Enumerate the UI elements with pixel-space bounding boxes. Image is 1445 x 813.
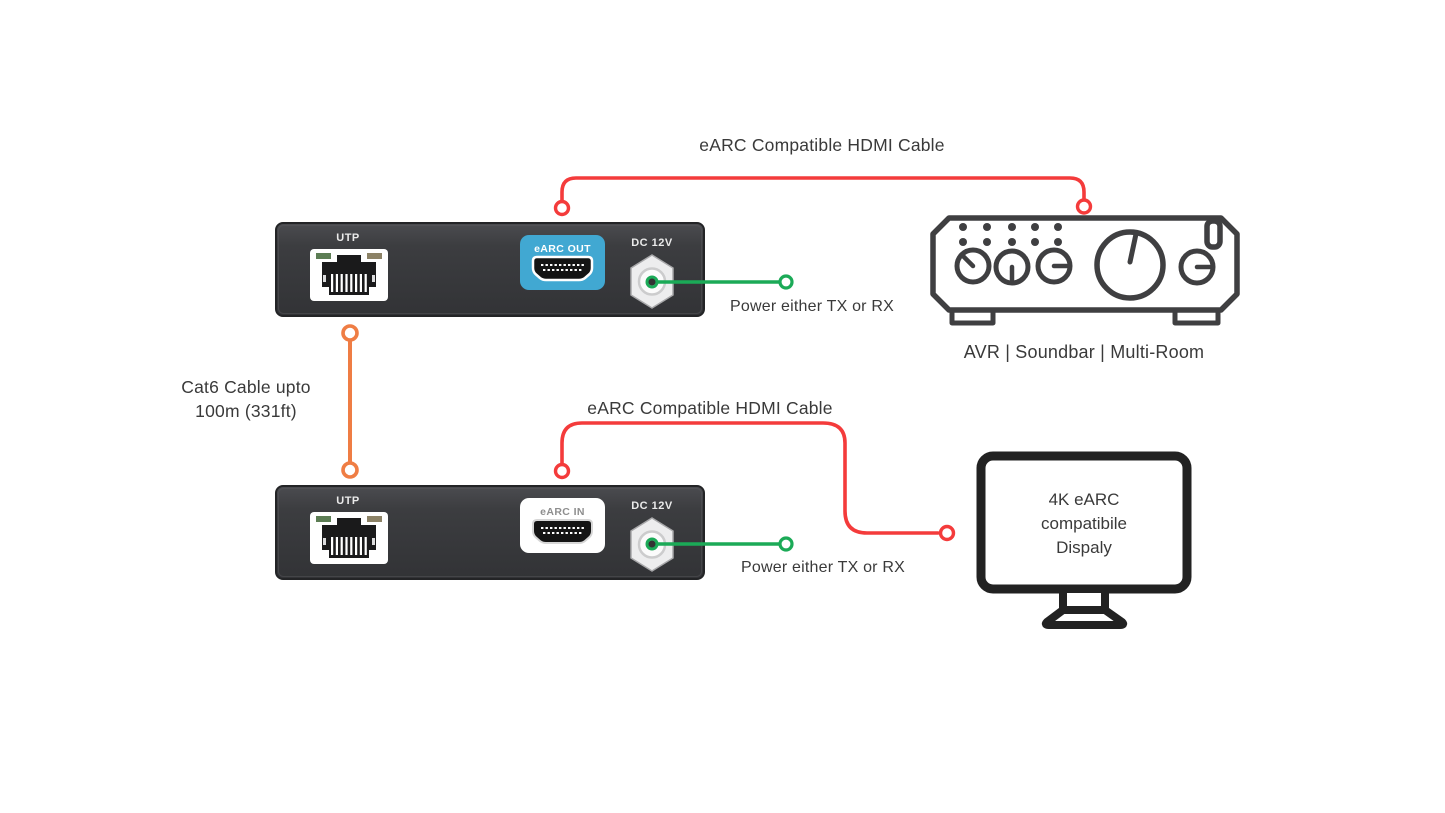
avr-knob-2 — [993, 248, 1031, 286]
dc-12v-label: DC 12V — [631, 237, 673, 249]
avr-dots — [959, 223, 1062, 246]
power-label-tx: Power either TX or RX — [730, 298, 894, 315]
display-caption-line3: Dispaly — [1056, 538, 1112, 557]
cat6-endpoint-bottom — [341, 461, 359, 479]
avr-power-button-icon — [1204, 218, 1223, 250]
display-caption-line1: 4K eARC — [1048, 490, 1120, 509]
hdmi-cable-top-label: eARC Compatible HDMI Cable — [699, 135, 945, 155]
cat6-label: Cat6 Cable upto 100m (331ft) — [181, 375, 310, 423]
hdmi-cable-bottom-label: eARC Compatible HDMI Cable — [587, 398, 833, 418]
earc-out-label: eARC OUT — [534, 243, 591, 255]
power-lead-rx-endpoint — [778, 536, 794, 552]
hdmi-port-icon — [532, 519, 593, 544]
avr-caption: AVR | Soundbar | Multi-Room — [963, 342, 1205, 362]
display-illustration-icon — [976, 451, 1192, 629]
hdmi-cable-bottom-endpoint-display — [938, 524, 956, 542]
cat6-label-line1: Cat6 Cable upto — [181, 377, 311, 397]
earc-in-label: eARC IN — [540, 506, 585, 518]
display-caption-line2: compatibile — [1041, 514, 1127, 533]
power-label-rx: Power either TX or RX — [741, 559, 905, 576]
hdmi-port-icon — [531, 255, 594, 282]
earc-in-port: eARC IN — [520, 498, 605, 553]
utp-label: UTP — [336, 232, 360, 244]
avr-knob-1 — [954, 247, 992, 285]
hdmi-cable-top-endpoint-tx — [553, 199, 571, 217]
cat6-label-line2: 100m (331ft) — [195, 401, 297, 421]
rj45-port-icon — [310, 512, 388, 564]
extender-tx-device: UTP eARC OUT DC 12V — [275, 222, 705, 317]
utp-label: UTP — [336, 495, 360, 507]
hdmi-cable-bottom-endpoint-rx — [553, 462, 571, 480]
power-lead-tx-endpoint — [778, 274, 794, 290]
device-bezel — [278, 225, 702, 314]
hdmi-cable-top — [560, 176, 1086, 203]
dc-12v-label: DC 12V — [631, 500, 673, 512]
cat6-endpoint-top — [341, 324, 359, 342]
avr-illustration-icon — [930, 215, 1240, 326]
display-caption: 4K eARC compatibile Dispaly — [1041, 488, 1127, 560]
display-stand-base — [1041, 606, 1128, 629]
avr-volume-knob — [1094, 229, 1166, 301]
avr-body — [930, 215, 1240, 313]
earc-out-port: eARC OUT — [520, 235, 605, 290]
extender-rx-device: UTP eARC IN DC 12V — [275, 485, 705, 580]
rj45-port-icon — [310, 249, 388, 301]
